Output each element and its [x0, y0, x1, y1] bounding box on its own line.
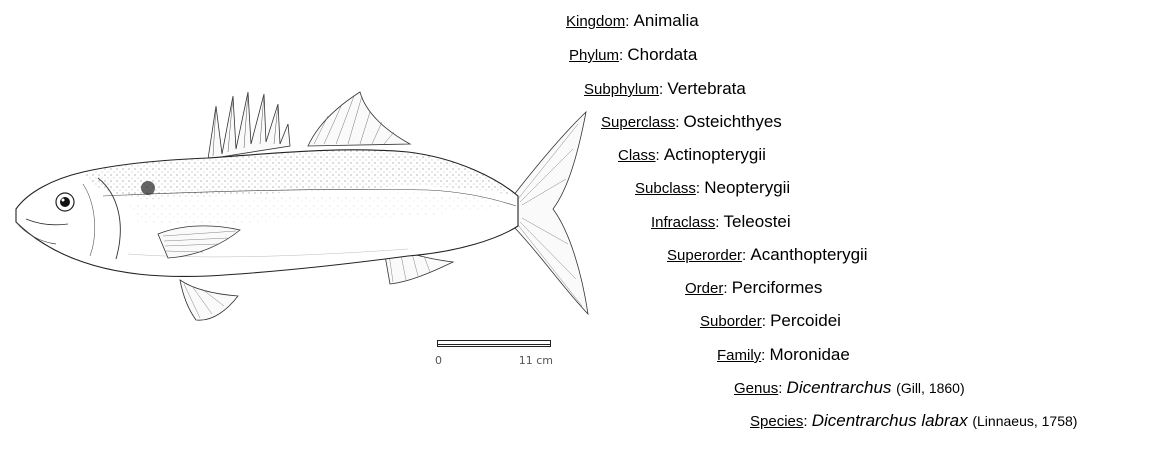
- taxonomy-row-subclass: Subclass: Neopterygii: [635, 177, 790, 200]
- taxonomy-row-infraclass: Infraclass: Teleostei: [651, 211, 791, 234]
- taxonomy-row-suborder: Suborder: Percoidei: [700, 310, 841, 333]
- taxon-name: Acanthopterygii: [750, 245, 867, 264]
- rank-label: Genus: [734, 380, 778, 397]
- rank-label: Phylum: [569, 47, 619, 64]
- rank-label: Infraclass: [651, 214, 715, 231]
- taxon-name: Teleostei: [724, 212, 791, 231]
- taxon-name: Actinopterygii: [664, 145, 766, 164]
- taxon-name: Neopterygii: [704, 178, 790, 197]
- taxon-authority: (Linnaeus, 1758): [972, 413, 1077, 429]
- rank-label: Family: [717, 347, 761, 364]
- taxon-name: Chordata: [627, 45, 697, 64]
- taxon-name: Animalia: [634, 11, 699, 30]
- taxon-name: Osteichthyes: [684, 112, 782, 131]
- taxon-name: Moronidae: [770, 345, 850, 364]
- rank-label: Species: [750, 413, 803, 430]
- rank-label: Order: [685, 280, 723, 297]
- taxonomy-row-superorder: Superorder: Acanthopterygii: [667, 244, 868, 267]
- rank-label: Superorder: [667, 247, 742, 264]
- rank-label: Kingdom: [566, 13, 625, 30]
- rank-label: Suborder: [700, 313, 762, 330]
- rank-label: Subclass: [635, 180, 696, 197]
- rank-label: Class: [618, 147, 656, 164]
- taxon-name: Dicentrarchus: [787, 378, 892, 397]
- rank-label: Superclass: [601, 114, 675, 131]
- taxonomy-row-order: Order: Perciformes: [685, 277, 822, 300]
- taxon-name: Vertebrata: [667, 79, 745, 98]
- taxonomy-row-genus: Genus: Dicentrarchus (Gill, 1860): [734, 377, 965, 400]
- rank-label: Subphylum: [584, 81, 659, 98]
- taxonomy-row-superclass: Superclass: Osteichthyes: [601, 111, 782, 134]
- taxon-name: Perciformes: [732, 278, 823, 297]
- taxonomy-row-species: Species: Dicentrarchus labrax (Linnaeus,…: [750, 410, 1077, 433]
- taxonomy-row-family: Family: Moronidae: [717, 344, 850, 367]
- taxon-authority: (Gill, 1860): [896, 380, 964, 396]
- taxonomy-row-class: Class: Actinopterygii: [618, 144, 766, 167]
- taxon-name: Percoidei: [770, 311, 841, 330]
- taxon-name: Dicentrarchus labrax: [812, 411, 968, 430]
- taxonomy-row-phylum: Phylum: Chordata: [569, 44, 697, 67]
- taxonomy-row-kingdom: Kingdom: Animalia: [566, 10, 699, 33]
- taxonomy-row-subphylum: Subphylum: Vertebrata: [584, 78, 746, 101]
